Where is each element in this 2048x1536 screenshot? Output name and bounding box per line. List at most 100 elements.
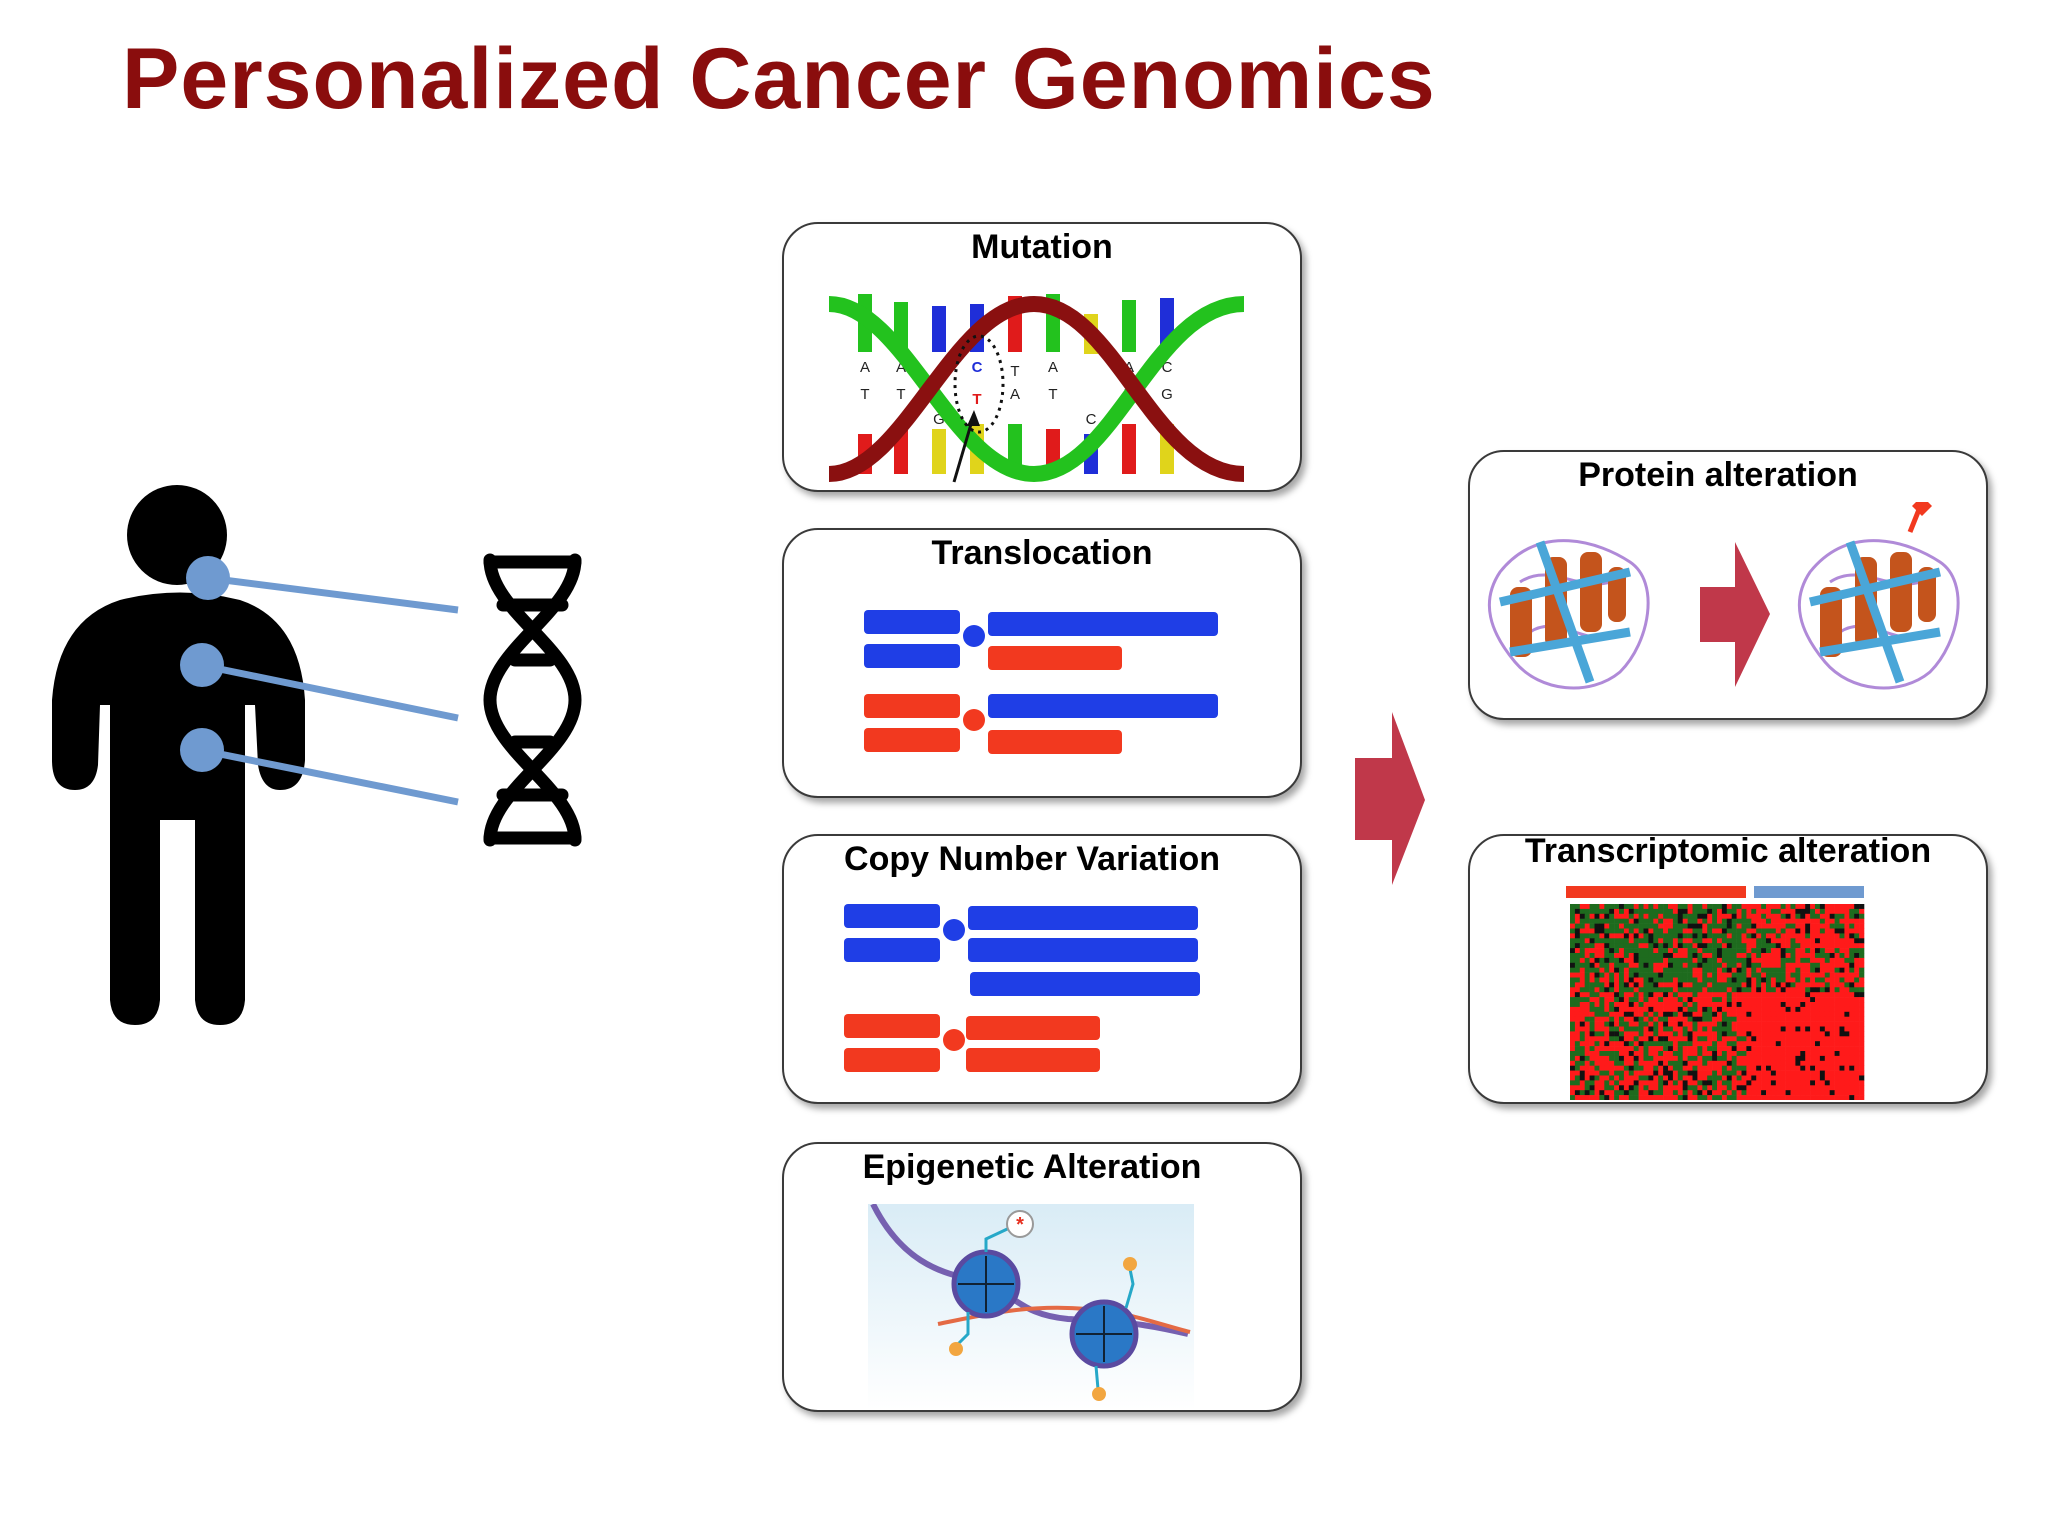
heatmap-cell [1609,943,1615,949]
heatmap-cell [1839,1006,1845,1013]
base-bottom-2: T [896,386,905,403]
heatmap-cell [1766,1026,1772,1032]
heatmap-cell [1672,1011,1679,1017]
heatmap-cell [1854,962,1860,968]
heatmap-cell [1648,1046,1654,1052]
heatmap-cell [1834,908,1840,915]
heatmap-cell [1824,962,1830,968]
heatmap-cell [1697,1041,1703,1047]
heatmap-cell [1751,967,1757,973]
heatmap-cell [1746,1085,1752,1091]
heatmap-cell [1619,1036,1625,1042]
heatmap-cell [1726,987,1732,993]
heatmap-cell [1579,908,1585,915]
heatmap-cell [1839,943,1845,949]
base-top-3: C [972,359,983,376]
heatmap-cell [1761,1011,1767,1017]
heatmap-cell [1775,1070,1781,1076]
heatmap-cell [1643,997,1649,1003]
heatmap-cell [1648,913,1654,919]
heatmap-cell [1672,1016,1679,1022]
heatmap-cell [1633,943,1639,949]
heatmap-cell [1604,1031,1610,1037]
heatmap-cell [1668,982,1674,988]
heatmap-cell [1609,957,1615,964]
heatmap-cell [1780,972,1786,978]
heatmap-cell [1623,1055,1630,1062]
heatmap-cell [1800,938,1806,944]
heatmap-cell [1697,1021,1703,1027]
heatmap-cell [1672,1036,1679,1042]
heatmap-cell [1619,1031,1625,1037]
heatmap-cell [1668,1011,1674,1017]
heatmap-cell [1751,1011,1757,1017]
heatmap-cell [1859,1026,1865,1032]
heatmap-cell [1682,1080,1688,1086]
heatmap-cell [1614,1006,1620,1013]
heatmap-cell [1707,1060,1713,1066]
heatmap-cell [1854,1016,1860,1022]
heatmap-cell [1766,943,1772,949]
heatmap-cell [1692,908,1698,915]
heatmap-cell [1756,928,1762,934]
heatmap-cell [1594,908,1600,915]
heatmap-cell [1731,1095,1737,1100]
heatmap-cell [1628,1031,1634,1037]
heatmap-cell [1614,928,1620,934]
heatmap-cell [1628,957,1634,964]
heatmap-cell [1800,1075,1806,1081]
heatmap-cell [1829,918,1835,924]
heatmap-cell [1712,1002,1718,1008]
heatmap-cell [1824,918,1830,924]
heatmap-cell [1614,1055,1620,1062]
heatmap-cell [1800,982,1806,988]
heatmap-cell [1741,1036,1747,1042]
heatmap-cell [1810,982,1816,988]
heatmap-cell [1609,962,1615,968]
heatmap-cell [1810,1021,1816,1027]
heatmap-cell [1692,1036,1698,1042]
heatmap-cell [1721,977,1728,983]
heatmap-cell [1599,1085,1605,1091]
heatmap-cell [1859,1021,1865,1027]
heatmap-cell [1570,997,1576,1003]
heatmap-cell [1628,1036,1634,1042]
heatmap-cell [1570,948,1576,954]
heatmap-cell [1746,1065,1752,1071]
heatmap-cell [1810,1002,1816,1008]
heatmap-cell [1633,967,1639,973]
heatmap-cell [1628,1055,1634,1062]
heatmap-cell [1570,962,1576,968]
heatmap-cell [1844,1041,1850,1047]
heatmap-cell [1751,913,1757,919]
heatmap-cell [1736,1075,1742,1081]
heatmap-cell [1717,977,1723,983]
heatmap-cell [1643,977,1649,983]
heatmap-cell [1726,1036,1732,1042]
heatmap-cell [1854,1080,1860,1086]
heatmap-cell [1663,1016,1669,1022]
heatmap-cell [1574,992,1581,998]
heatmap-cell [1599,953,1605,959]
heatmap-cell [1839,923,1845,929]
heatmap-cell [1658,953,1664,959]
heatmap-cell [1819,938,1826,944]
heatmap-cell [1687,948,1693,954]
heatmap-cell [1653,933,1659,939]
heatmap-cell [1638,962,1644,968]
heatmap-cell [1677,1006,1683,1013]
heatmap-cell [1785,1021,1791,1027]
heatmap-cell [1717,1031,1723,1037]
heatmap-cell [1741,943,1747,949]
heatmap-cell [1672,977,1679,983]
heatmap-cell [1819,1021,1826,1027]
heatmap-cell [1844,992,1850,998]
heatmap-cell [1766,1090,1772,1096]
heatmap-cell [1648,1041,1654,1047]
heatmap-cell [1633,913,1639,919]
heatmap-cell [1594,1026,1600,1032]
heatmap-cell [1859,1090,1865,1096]
heatmap-cell [1712,1065,1718,1071]
heatmap-cell [1761,1051,1767,1057]
heatmap-cell [1829,957,1835,964]
